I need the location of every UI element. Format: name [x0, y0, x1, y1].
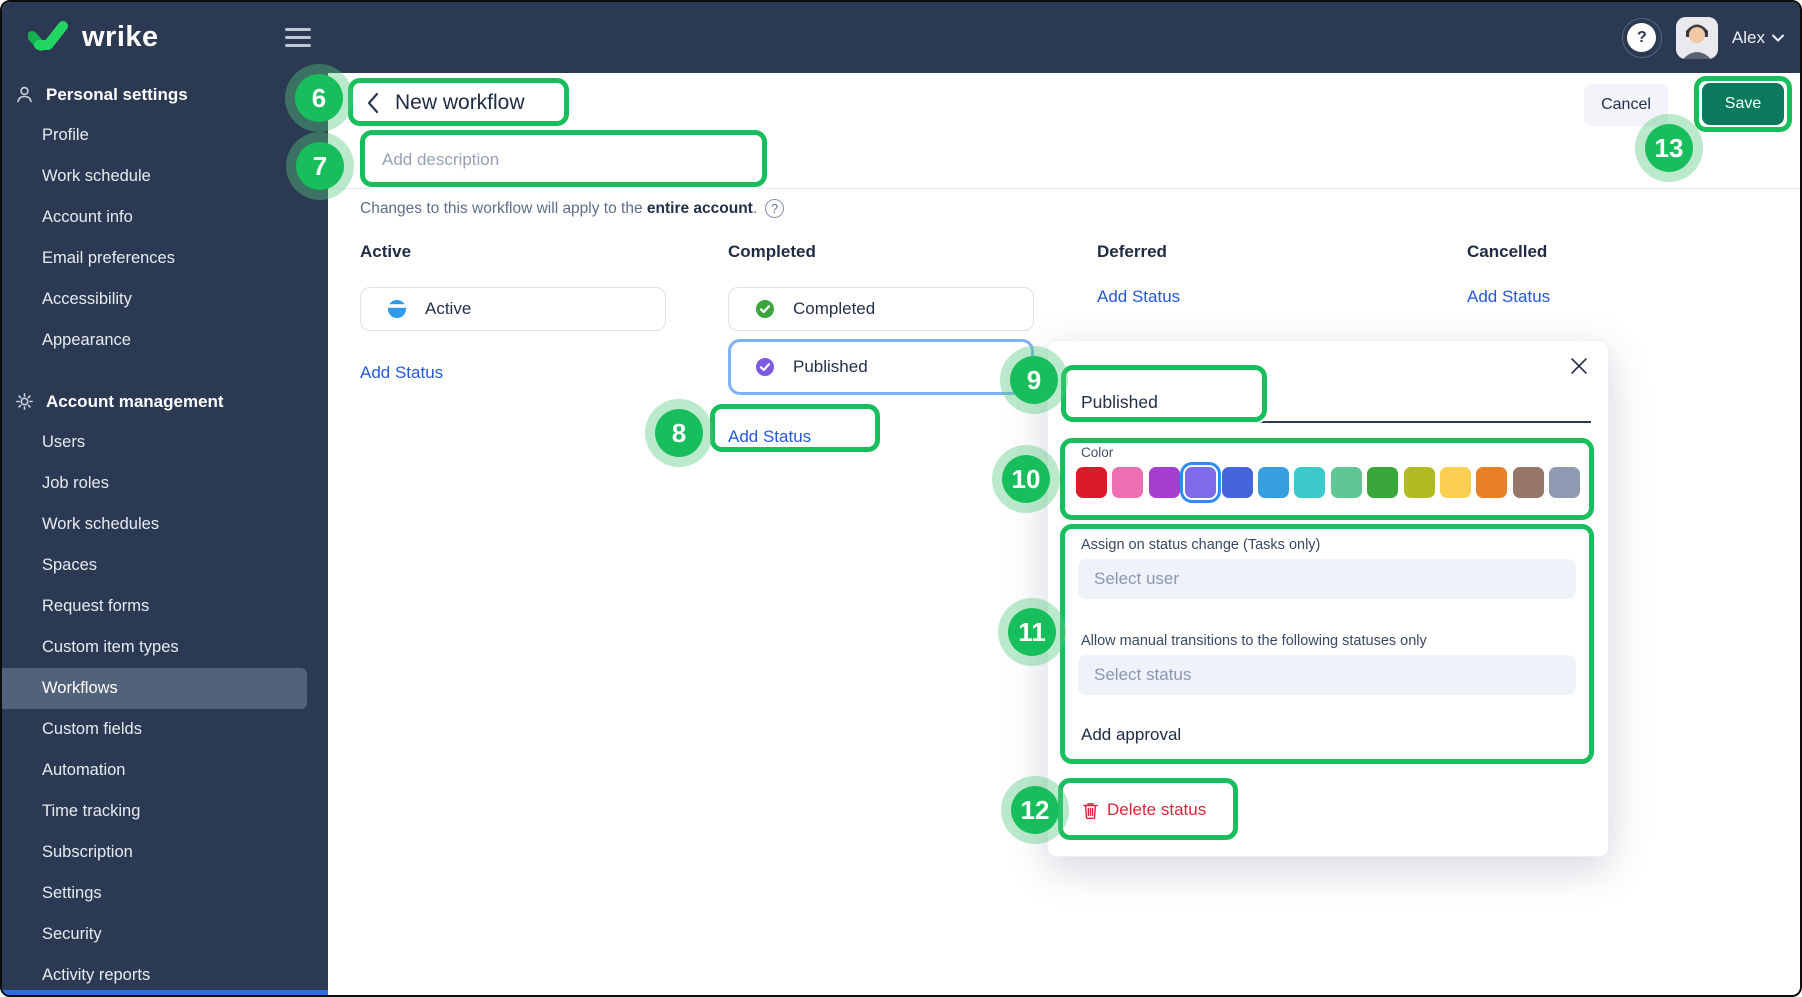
sidebar-item-workflows[interactable]: Workflows: [2, 668, 307, 709]
active-status-icon: [387, 299, 407, 319]
header-divider: [329, 188, 1800, 189]
sidebar-item-accessibility[interactable]: Accessibility: [42, 290, 132, 308]
chevron-down-icon: [1772, 34, 1784, 42]
add-status-link-completed[interactable]: Add Status: [728, 427, 812, 446]
sidebar-item-custom-fields[interactable]: Custom fields: [42, 720, 142, 738]
check-circle-icon: [755, 299, 775, 319]
brand-name: wrike: [82, 21, 159, 53]
notice-help-icon[interactable]: ?: [765, 199, 785, 218]
sidebar-item-users[interactable]: Users: [42, 433, 86, 451]
color-swatch-row: [1076, 467, 1581, 498]
wrike-logo-icon: [28, 20, 72, 56]
color-swatch-9[interactable]: [1367, 467, 1399, 498]
status-chip-completed[interactable]: Completed: [728, 287, 1034, 331]
sidebar-item-custom-item-types[interactable]: Custom item types: [42, 638, 179, 656]
color-swatch-10[interactable]: [1403, 467, 1435, 498]
color-swatch-12[interactable]: [1476, 467, 1508, 498]
sidebar-item-settings[interactable]: Settings: [42, 884, 102, 902]
sidebar-item-time-tracking[interactable]: Time tracking: [42, 802, 141, 820]
status-chip-published[interactable]: Published: [728, 339, 1034, 395]
color-swatch-11[interactable]: [1439, 467, 1471, 498]
workflow-notice: Changes to this workflow will apply to t…: [360, 199, 785, 218]
save-button[interactable]: Save: [1702, 83, 1784, 125]
sidebar-item-work-schedules[interactable]: Work schedules: [42, 515, 160, 533]
column-title: Active: [360, 242, 412, 261]
color-swatch-7[interactable]: [1294, 467, 1326, 498]
sidebar-item-profile[interactable]: Profile: [42, 126, 89, 144]
select-user-input[interactable]: Select user: [1078, 559, 1576, 599]
gear-icon: [15, 392, 34, 411]
person-icon: [15, 85, 34, 104]
color-swatch-13[interactable]: [1512, 467, 1544, 498]
color-label: Color: [1081, 445, 1114, 460]
add-approval-link[interactable]: Add approval: [1081, 725, 1182, 744]
color-swatch-2[interactable]: [1112, 467, 1144, 498]
status-popup: Color Assign on status change (Tasks onl…: [1047, 340, 1609, 857]
close-icon[interactable]: [1568, 355, 1590, 377]
hamburger-menu-icon[interactable]: [285, 24, 311, 50]
add-status-link-deferred[interactable]: Add Status: [1097, 287, 1181, 306]
add-status-link-cancelled[interactable]: Add Status: [1467, 287, 1551, 306]
description-input[interactable]: [380, 142, 748, 178]
color-swatch-4[interactable]: [1185, 467, 1217, 498]
sidebar-item-automation[interactable]: Automation: [42, 761, 126, 779]
sidebar-item-account-info[interactable]: Account info: [42, 208, 133, 226]
sidebar-item-spaces[interactable]: Spaces: [42, 556, 98, 574]
color-swatch-8[interactable]: [1330, 467, 1362, 498]
color-swatch-14[interactable]: [1549, 467, 1581, 498]
sidebar-item-job-roles[interactable]: Job roles: [42, 474, 109, 492]
sidebar-item-work-schedule[interactable]: Work schedule: [42, 167, 151, 185]
column-title: Deferred: [1097, 242, 1167, 261]
column-title: Completed: [728, 242, 816, 261]
sidebar-item-appearance[interactable]: Appearance: [42, 331, 131, 349]
status-name-input[interactable]: [1071, 383, 1591, 423]
add-status-link-active[interactable]: Add Status: [360, 363, 444, 382]
sidebar-section-personal-settings: Personal settings: [2, 74, 328, 115]
check-circle-icon: [755, 357, 775, 377]
user-menu[interactable]: Alex: [1732, 28, 1784, 48]
select-status-input[interactable]: Select status: [1078, 655, 1576, 695]
color-swatch-3[interactable]: [1148, 467, 1180, 498]
annotation-circle-8: 8: [645, 399, 713, 467]
sidebar-item-request-forms[interactable]: Request forms: [42, 597, 150, 615]
page-title: New workflow: [395, 91, 525, 114]
color-swatch-6[interactable]: [1257, 467, 1289, 498]
sidebar-item-email-preferences[interactable]: Email preferences: [42, 249, 175, 267]
transitions-label: Allow manual transitions to the followin…: [1081, 633, 1427, 649]
chevron-left-icon: [367, 92, 379, 114]
sidebar-item-security[interactable]: Security: [42, 925, 102, 943]
column-title: Cancelled: [1467, 242, 1548, 261]
sidebar-bottom-accent: [2, 990, 328, 995]
color-swatch-5[interactable]: [1221, 467, 1253, 498]
sidebar-item-subscription[interactable]: Subscription: [42, 843, 133, 861]
sidebar-section-account-management: Account management: [2, 381, 328, 422]
trash-icon: [1083, 802, 1098, 819]
user-name: Alex: [1731, 27, 1765, 47]
help-icon[interactable]: ?: [1621, 17, 1662, 58]
top-bar: wrike ? Alex: [2, 2, 1800, 73]
delete-status-button[interactable]: Delete status: [1081, 796, 1208, 824]
sidebar-item-activity-reports[interactable]: Activity reports: [42, 966, 151, 984]
color-swatch-1[interactable]: [1076, 467, 1107, 498]
status-chip-active[interactable]: Active: [360, 287, 666, 331]
avatar[interactable]: [1675, 16, 1718, 59]
wrike-logo: wrike: [28, 20, 159, 56]
assign-label: Assign on status change (Tasks only): [1081, 537, 1321, 553]
back-button[interactable]: [360, 90, 386, 116]
cancel-button[interactable]: Cancel: [1584, 84, 1668, 126]
